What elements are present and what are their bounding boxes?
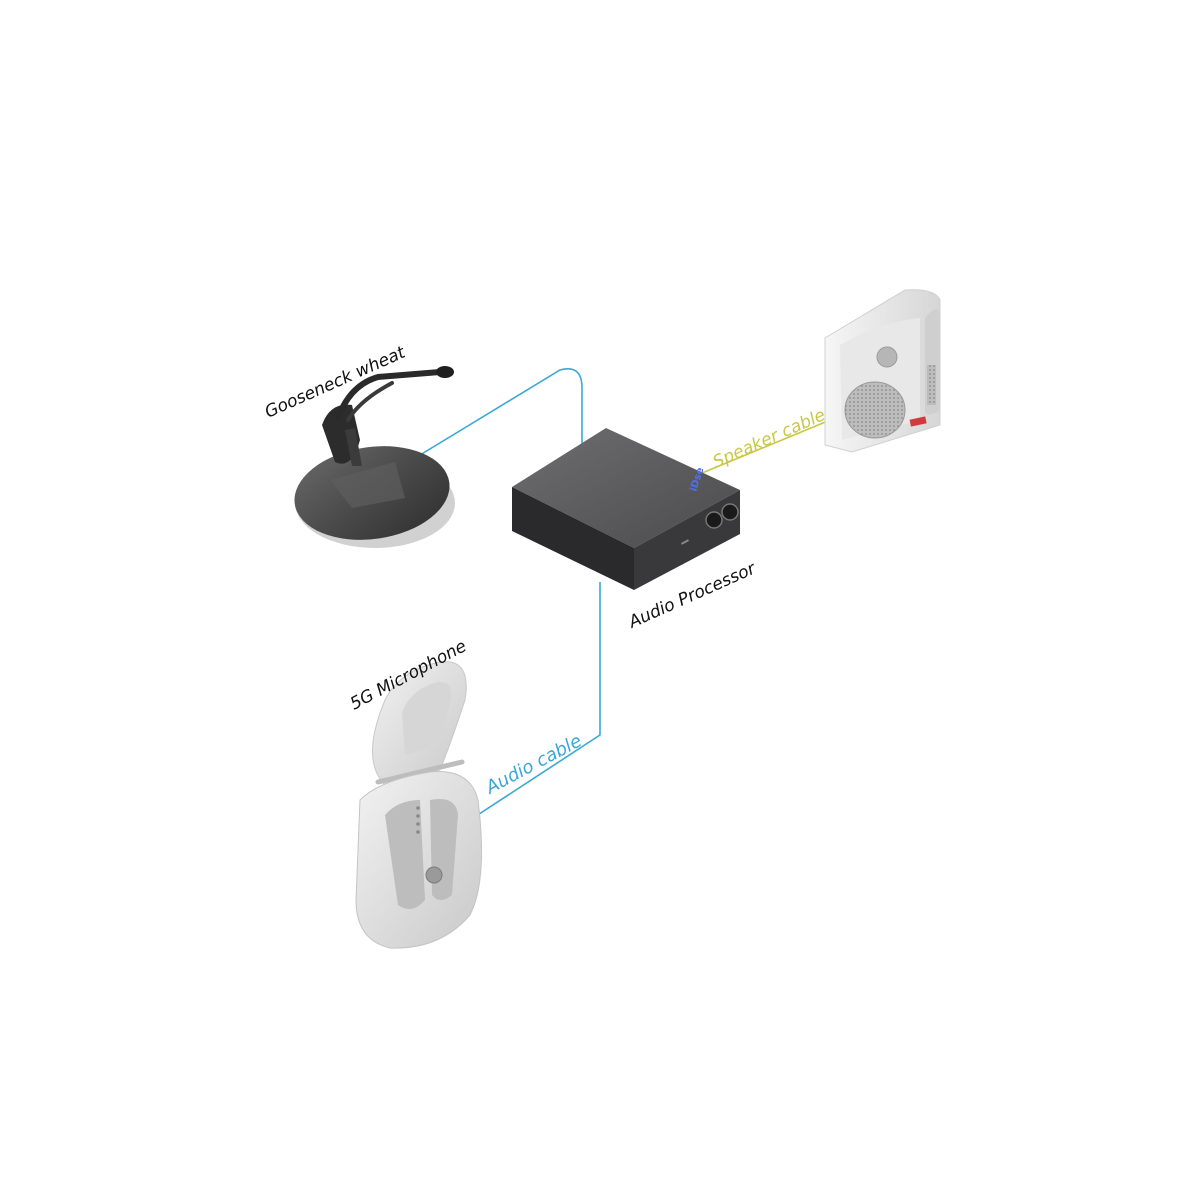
speaker-badge <box>909 416 927 427</box>
gooseneck-microphone <box>294 366 455 548</box>
case-battery-indicator <box>416 806 420 834</box>
gooseneck-base-highlight <box>330 462 405 508</box>
gooseneck-mic-head <box>436 366 454 378</box>
processor-jack-2 <box>721 503 739 521</box>
speaker-side-grille <box>927 365 936 405</box>
case-hinge <box>375 759 465 785</box>
processor-jack-1 <box>705 511 723 529</box>
gooseneck-audio-cable <box>419 368 583 456</box>
speaker-woofer-grille <box>844 381 906 439</box>
audio-cable-label: Audio cable <box>482 730 586 798</box>
case-charge-pin <box>425 866 443 884</box>
case-lid-inner <box>402 681 452 755</box>
processor-indicator <box>680 539 690 545</box>
case-left-slot <box>385 800 425 909</box>
speaker-cable <box>689 417 836 479</box>
processor-left-side <box>512 487 634 590</box>
audio-processor: iDse <box>512 428 740 590</box>
speaker-cable-label: Speaker cable <box>710 405 829 472</box>
gooseneck-arm-rear <box>346 381 394 422</box>
speaker-tweeter <box>876 346 898 368</box>
microphone-audio-cable <box>469 582 601 821</box>
microphone-charging-case <box>355 661 483 949</box>
gooseneck-arm <box>335 369 443 421</box>
speaker <box>824 289 941 453</box>
gooseneck-stand <box>345 428 362 466</box>
processor-top <box>512 428 740 548</box>
